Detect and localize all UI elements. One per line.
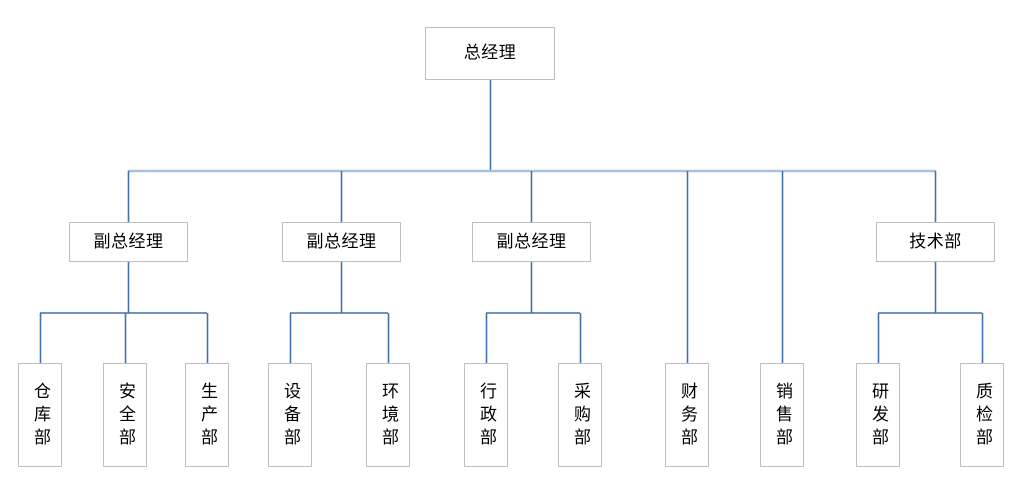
- node-sales-department[interactable]: 销售部: [760, 363, 804, 467]
- node-environment-department[interactable]: 环境部: [366, 363, 410, 467]
- node-deputy-general-manager-2[interactable]: 副总经理: [282, 222, 401, 262]
- connectors-deputy-1: [39, 262, 209, 363]
- connectors-deputy-3: [485, 262, 582, 363]
- node-rnd-department[interactable]: 研发部: [856, 363, 900, 467]
- node-procurement-department[interactable]: 采购部: [558, 363, 602, 467]
- node-equipment-department[interactable]: 设备部: [268, 363, 312, 467]
- node-quality-inspection-department[interactable]: 质检部: [960, 363, 1004, 467]
- connectors-level1: [127, 80, 937, 363]
- node-technology-department[interactable]: 技术部: [876, 222, 995, 262]
- node-safety-department[interactable]: 安全部: [103, 363, 147, 467]
- node-deputy-general-manager-3[interactable]: 副总经理: [472, 222, 591, 262]
- node-general-manager[interactable]: 总经理: [425, 27, 555, 80]
- connectors-tech-dept: [877, 262, 984, 363]
- connectors-deputy-2: [289, 262, 390, 363]
- node-finance-department[interactable]: 财务部: [665, 363, 709, 467]
- node-production-department[interactable]: 生产部: [185, 363, 229, 467]
- node-deputy-general-manager-1[interactable]: 副总经理: [69, 222, 188, 262]
- node-administration-department[interactable]: 行政部: [464, 363, 508, 467]
- node-warehouse-department[interactable]: 仓库部: [18, 363, 62, 467]
